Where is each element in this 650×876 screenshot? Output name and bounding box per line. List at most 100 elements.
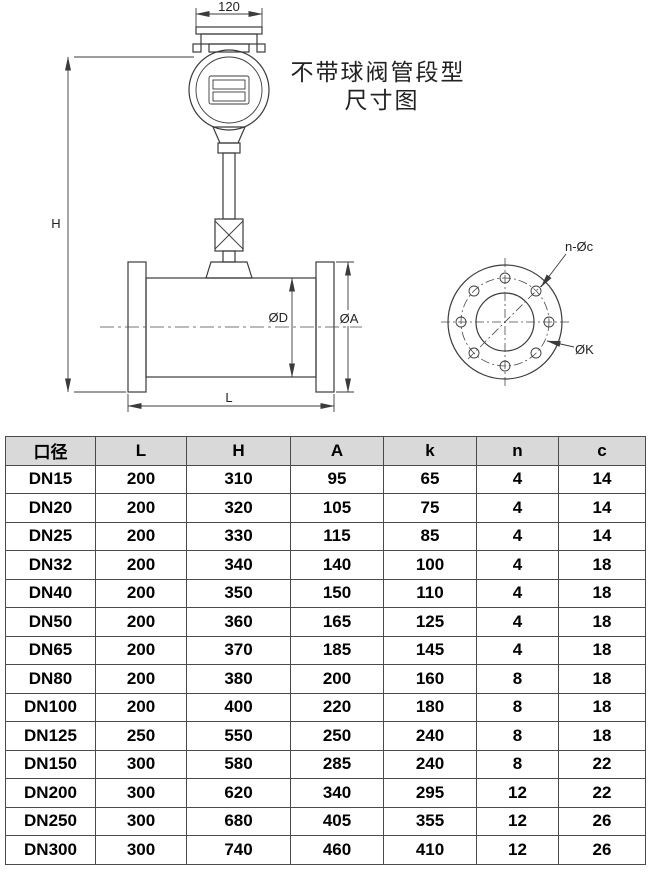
value-cell: 4	[476, 578, 559, 608]
value-cell: 340	[186, 550, 291, 580]
value-cell: 4	[476, 521, 559, 551]
value-cell: 200	[95, 493, 187, 523]
drawing-title-line2: 尺寸图	[345, 87, 420, 113]
value-cell: 340	[290, 778, 384, 808]
diameter-cell: DN50	[5, 607, 96, 637]
header-cell: 口径	[5, 436, 96, 466]
value-cell: 250	[95, 721, 187, 751]
diameter-cell: DN150	[5, 749, 96, 779]
value-cell: 740	[186, 835, 291, 865]
value-cell: 200	[95, 635, 187, 665]
bolt-hole	[468, 347, 480, 359]
value-cell: 200	[95, 692, 187, 722]
header-cell: H	[186, 436, 291, 466]
diameter-cell: DN40	[5, 578, 96, 608]
diameter-cell: DN300	[5, 835, 96, 865]
value-cell: 300	[95, 778, 187, 808]
value-cell: 405	[290, 806, 384, 836]
value-cell: 18	[558, 635, 646, 665]
value-cell: 8	[476, 664, 559, 694]
bolt-hole	[455, 316, 467, 328]
value-cell: 4	[476, 493, 559, 523]
diameter-cell: DN200	[5, 778, 96, 808]
dimension-top-width: 120	[195, 0, 263, 27]
value-cell: 12	[476, 835, 559, 865]
header-cell: n	[476, 436, 559, 466]
diameter-cell: DN65	[5, 635, 96, 665]
value-cell: 8	[476, 749, 559, 779]
dimension-inner-diameter: ØD	[269, 277, 295, 378]
value-cell: 400	[186, 692, 291, 722]
diameter-cell: DN25	[5, 521, 96, 551]
header-cell: A	[290, 436, 384, 466]
value-cell: 160	[383, 664, 477, 694]
value-cell: 125	[383, 607, 477, 637]
value-cell: 200	[95, 664, 187, 694]
value-cell: 12	[476, 806, 559, 836]
value-cell: 550	[186, 721, 291, 751]
diameter-cell: DN32	[5, 550, 96, 580]
value-cell: 410	[383, 835, 477, 865]
value-cell: 22	[558, 778, 646, 808]
value-cell: 620	[186, 778, 291, 808]
value-cell: 240	[383, 721, 477, 751]
value-cell: 165	[290, 607, 384, 637]
header-cell: L	[95, 436, 187, 466]
value-cell: 150	[290, 578, 384, 608]
value-cell: 370	[186, 635, 291, 665]
dim-label-bolt-circle: ØK	[575, 342, 594, 357]
bolt-hole	[499, 360, 511, 372]
value-cell: 140	[290, 550, 384, 580]
value-cell: 4	[476, 607, 559, 637]
value-cell: 200	[95, 521, 187, 551]
value-cell: 105	[290, 493, 384, 523]
dim-label-bolt-holes: n-Øc	[565, 239, 594, 254]
diameter-cell: DN250	[5, 806, 96, 836]
value-cell: 285	[290, 749, 384, 779]
bolt-hole	[499, 272, 511, 284]
value-cell: 300	[95, 835, 187, 865]
value-cell: 250	[290, 721, 384, 751]
meter-stem	[205, 126, 253, 279]
value-cell: 580	[186, 749, 291, 779]
value-cell: 220	[290, 692, 384, 722]
value-cell: 14	[558, 493, 646, 523]
dim-label-length: L	[225, 390, 232, 405]
value-cell: 200	[95, 464, 187, 494]
diameter-cell: DN125	[5, 721, 96, 751]
dim-label-inner-diameter: ØD	[269, 310, 289, 325]
value-cell: 18	[558, 721, 646, 751]
diameter-cell: DN20	[5, 493, 96, 523]
bolt-hole	[543, 316, 555, 328]
value-cell: 295	[383, 778, 477, 808]
diameter-cell: DN15	[5, 464, 96, 494]
value-cell: 310	[186, 464, 291, 494]
value-cell: 300	[95, 806, 187, 836]
value-cell: 22	[558, 749, 646, 779]
value-cell: 12	[476, 778, 559, 808]
value-cell: 14	[558, 521, 646, 551]
flange-end-view: n-Øc ØK	[441, 239, 594, 386]
value-cell: 350	[186, 578, 291, 608]
value-cell: 460	[290, 835, 384, 865]
value-cell: 680	[186, 806, 291, 836]
dim-label-height: H	[51, 216, 60, 231]
value-cell: 320	[186, 493, 291, 523]
value-cell: 8	[476, 692, 559, 722]
